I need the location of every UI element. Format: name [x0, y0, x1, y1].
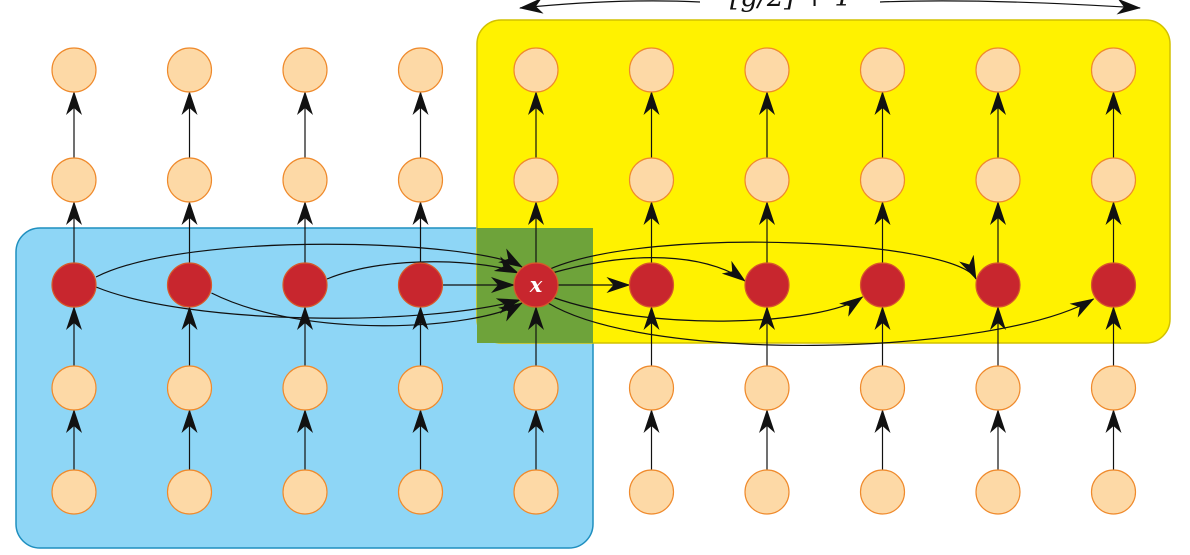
node: [166, 157, 213, 203]
hidden-node: [744, 262, 790, 308]
node: [1090, 365, 1137, 411]
node: [975, 365, 1021, 411]
top-span-right-arrow: [879, 0, 1141, 15]
node: [397, 469, 444, 515]
node: [1090, 469, 1137, 515]
node: [51, 469, 97, 515]
node: [975, 47, 1021, 93]
curved-arrow: [547, 298, 1095, 346]
curved-arrow: [326, 256, 519, 280]
hidden-node: [1090, 262, 1137, 308]
node: [859, 47, 906, 93]
node: [975, 469, 1021, 515]
node: [628, 47, 675, 93]
node: [166, 469, 213, 515]
node: [1090, 157, 1137, 203]
node: [513, 47, 559, 93]
node: [744, 469, 790, 515]
node: [397, 365, 444, 411]
node: [859, 157, 906, 203]
hidden-node: [859, 262, 906, 308]
node: [975, 157, 1021, 203]
curved-arrow: [551, 257, 746, 282]
hidden-node: [628, 262, 675, 308]
node: [282, 469, 328, 515]
node: [51, 157, 97, 203]
node: [1090, 47, 1137, 93]
node: [282, 365, 328, 411]
node: [397, 47, 444, 93]
hidden-node: [166, 262, 213, 308]
node: [628, 469, 675, 515]
node: [628, 365, 675, 411]
hidden-node: [975, 262, 1021, 308]
node: [51, 47, 97, 93]
nodes-layer: [51, 47, 1137, 515]
curved-arrow: [95, 243, 523, 278]
node: [744, 157, 790, 203]
hidden-node: [282, 262, 328, 308]
node: [744, 47, 790, 93]
hidden-node: [51, 262, 97, 308]
node: [282, 47, 328, 93]
node: [744, 365, 790, 411]
node: [859, 469, 906, 515]
node: [282, 157, 328, 203]
node: [166, 47, 213, 93]
node: [513, 365, 559, 411]
center-node-label: x: [529, 272, 543, 297]
edges-layer: [66, 91, 1122, 470]
node: [859, 365, 906, 411]
node: [51, 365, 97, 411]
center-node: [513, 262, 559, 308]
top-span-label: [g/2] + 1: [730, 0, 852, 13]
node: [513, 157, 559, 203]
curved-arrow: [95, 286, 521, 319]
curved-arrow: [551, 296, 864, 322]
curved-arrow: [549, 241, 977, 280]
node: [166, 365, 213, 411]
node: [628, 157, 675, 203]
top-span: [g/2] + 1: [519, 0, 1141, 15]
hidden-node: [397, 262, 444, 308]
node: [397, 157, 444, 203]
top-span-left-arrow: [519, 0, 701, 14]
node: [513, 469, 559, 515]
